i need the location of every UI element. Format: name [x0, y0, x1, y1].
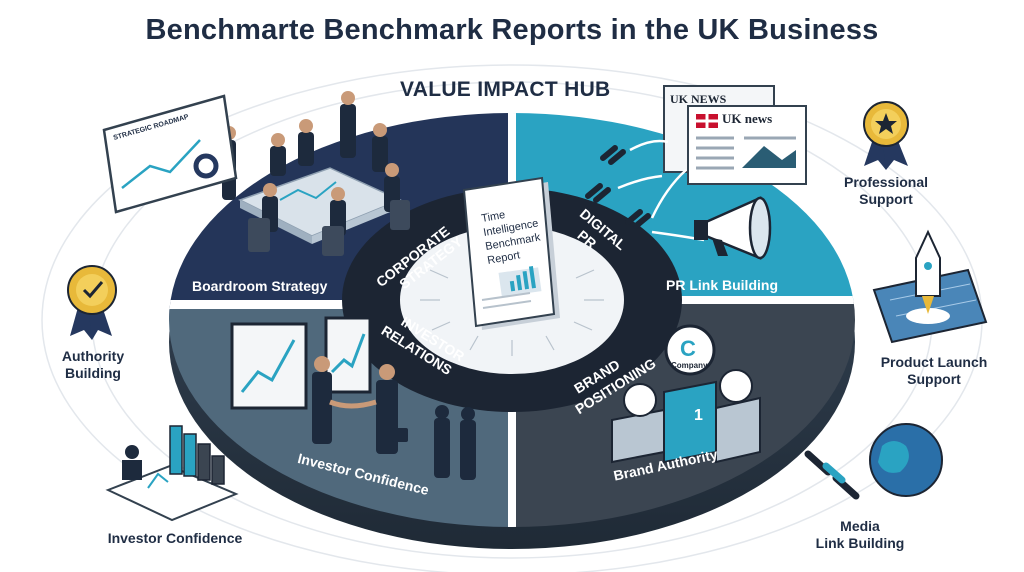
- podium-rank: 1: [694, 407, 703, 424]
- side-label-authority-line2: Building: [65, 365, 121, 381]
- side-label-professional-line2: Support: [859, 191, 913, 207]
- globe-link-icon: [804, 423, 943, 500]
- brand-scene: 1 C Company: [611, 324, 761, 464]
- side-label-professional: Professional Support: [826, 174, 946, 208]
- news-front-label: UK news: [722, 111, 773, 126]
- quadrant-divider-left: [169, 300, 512, 309]
- side-label-professional-line1: Professional: [843, 174, 929, 190]
- page-title: Benchmarte Benchmark Reports in the UK B…: [145, 14, 879, 46]
- side-label-product-line1: Product Launch: [880, 354, 988, 370]
- side-label-authority-line1: Authority: [61, 348, 125, 364]
- quadrant-label-pr-link: PR Link Building: [666, 277, 778, 293]
- side-label-product: Product Launch Support: [864, 354, 1004, 388]
- megaphone-icon: [694, 196, 772, 260]
- investor-scene: [230, 316, 476, 480]
- medal-icon-professional: [863, 101, 909, 170]
- benchmark-report-document: Time Intelligence Benchmark Report: [462, 176, 560, 330]
- boardroom-scene: [222, 91, 410, 256]
- side-label-media-line1: Media: [840, 518, 880, 534]
- quadrant-divider-right: [512, 296, 855, 304]
- side-label-product-line2: Support: [907, 371, 961, 387]
- report-title-line-1: Time: [480, 209, 506, 225]
- hub-rays: [420, 269, 604, 356]
- side-label-investor: Investor Confidence: [90, 530, 260, 547]
- side-label-investor-line1: Investor Confidence: [107, 530, 243, 546]
- strategic-roadmap-board: STRATEGIC ROADMAP: [102, 94, 238, 214]
- company-badge-label: Company: [671, 361, 708, 370]
- report-title-line-4: Report: [486, 249, 521, 267]
- hub-title: VALUE IMPACT HUB: [400, 78, 611, 101]
- side-label-authority: Authority Building: [38, 348, 148, 382]
- digital-pr-scene: [585, 85, 807, 260]
- quadrant-label-boardroom: Boardroom Strategy: [192, 278, 328, 294]
- rocket-blueprint-icon: [872, 229, 988, 344]
- medal-icon-authority: [67, 265, 117, 340]
- company-letter: C: [680, 336, 696, 361]
- investor-chart-icon: [105, 425, 239, 522]
- side-label-media: Media Link Building: [800, 518, 920, 552]
- news-back-label: UK NEWS: [670, 92, 727, 106]
- side-label-media-line2: Link Building: [815, 535, 905, 551]
